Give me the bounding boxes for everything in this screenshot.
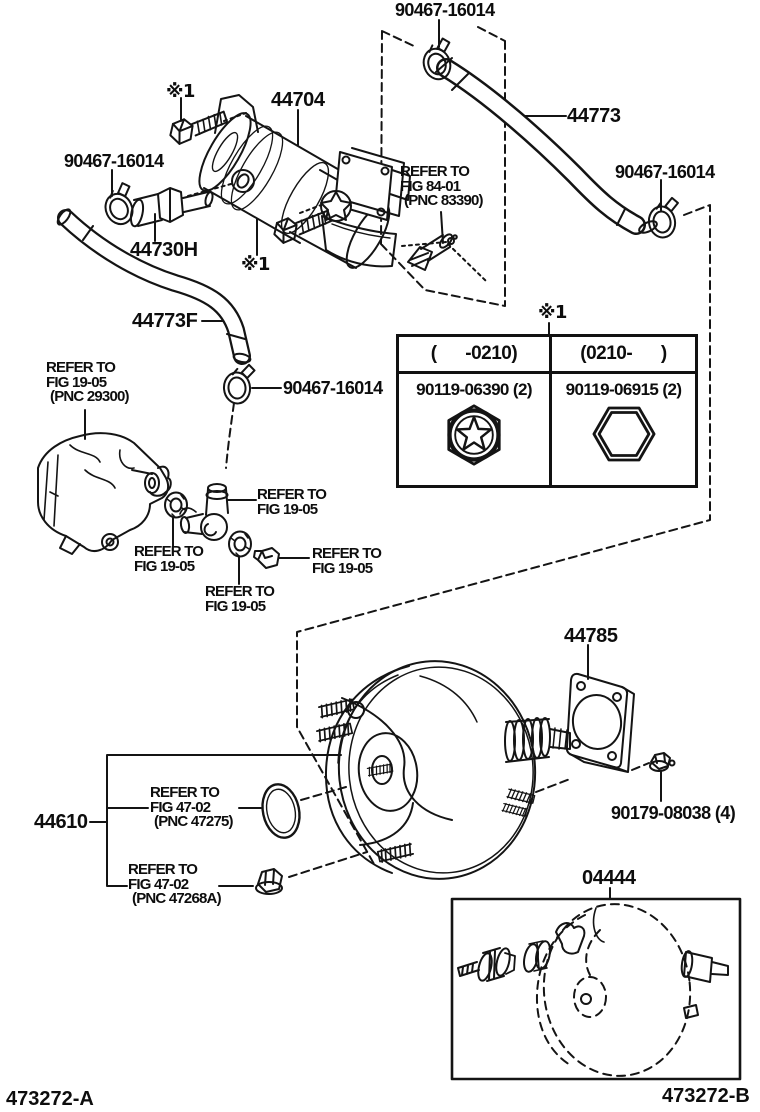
booster-gasket-44785 [565, 672, 635, 773]
leader-lines [84, 19, 662, 900]
oring-47275 [261, 783, 301, 839]
page-code-left: 473272-A [6, 1088, 94, 1110]
ref-fig-19-05-valve: REFER TO FIG 19-05 [257, 486, 327, 518]
table-cell-part-2: 90119-06915 (2) [552, 374, 695, 488]
ref-fig-84-01: REFER TO FIG 84-01 (PNC 83390) [400, 163, 484, 209]
check-valve-44730h [129, 187, 214, 228]
label-clamp-right: 90467-16014 [615, 162, 715, 182]
ref-fig-47-02-nut: REFER TO FIG 47-02 (PNC 47268A) [128, 861, 222, 907]
flange-nut-47268a [255, 868, 283, 895]
label-44773: 44773 [567, 105, 621, 127]
part-number-90119-06390: 90119-06390 (2) [416, 380, 532, 399]
seal-ring-icons [164, 491, 280, 569]
ref-fig-19-05-ring1: REFER TO FIG 19-05 [134, 543, 204, 575]
brake-booster-44610 [315, 660, 571, 880]
label-44730h: 44730H [130, 239, 198, 261]
page-code-right: 473272-B [662, 1085, 750, 1107]
ref-fig-19-05-pump: REFER TO FIG 19-05 (PNC 29300) [46, 359, 130, 405]
ref-fig-19-05-ring2: REFER TO FIG 19-05 [205, 583, 275, 615]
note-star1-b: ※1 [241, 254, 270, 275]
ref-fig-47-02-oring: REFER TO FIG 47-02 (PNC 47275) [150, 784, 234, 830]
bolt-applicability-table: ( -0210) (0210- ) 90119-06390 (2) 90119-… [396, 334, 698, 488]
booster-group-bracket [89, 754, 342, 887]
hose-44773 [435, 57, 658, 235]
dashed-detail-zones [225, 26, 711, 878]
note-star1-table: ※1 [538, 302, 567, 323]
label-44610: 44610 [34, 811, 88, 833]
union-elbow-valve [179, 483, 229, 541]
label-90179: 90179-08038 (4) [611, 803, 736, 823]
ref-fig-19-05-grommet: REFER TO FIG 19-05 [312, 545, 382, 577]
mount-nut-90179 [649, 752, 676, 772]
vacuum-pump-44704 [198, 94, 411, 269]
table-cell-part-1: 90119-06390 (2) [399, 374, 552, 488]
table-header-period-1: ( -0210) [399, 337, 552, 371]
label-04444: 04444 [582, 867, 636, 889]
part-number-90119-06915: 90119-06915 (2) [565, 380, 682, 399]
label-44773f: 44773F [132, 310, 198, 332]
note-star1-a: ※1 [166, 81, 195, 102]
repair-kit-04444 [450, 897, 742, 1081]
hex-head-bolt-icon [592, 406, 655, 462]
engine-pump-29300 [37, 432, 172, 555]
label-clamp-top: 90467-16014 [395, 0, 495, 20]
table-header-period-2: (0210- ) [580, 343, 667, 364]
vacuum-sensor-83390 [407, 233, 458, 271]
hose-44773f [56, 208, 252, 365]
torx-head-bolt-icon [447, 404, 501, 466]
table-header-row: ( -0210) (0210- ) [399, 337, 695, 374]
label-44785: 44785 [564, 625, 618, 647]
label-44704: 44704 [271, 89, 325, 111]
label-clamp-left: 90467-16014 [64, 151, 164, 171]
label-clamp-mid: 90467-16014 [283, 378, 383, 398]
table-body-row: 90119-06390 (2) 90119-06915 (2) [399, 374, 695, 488]
